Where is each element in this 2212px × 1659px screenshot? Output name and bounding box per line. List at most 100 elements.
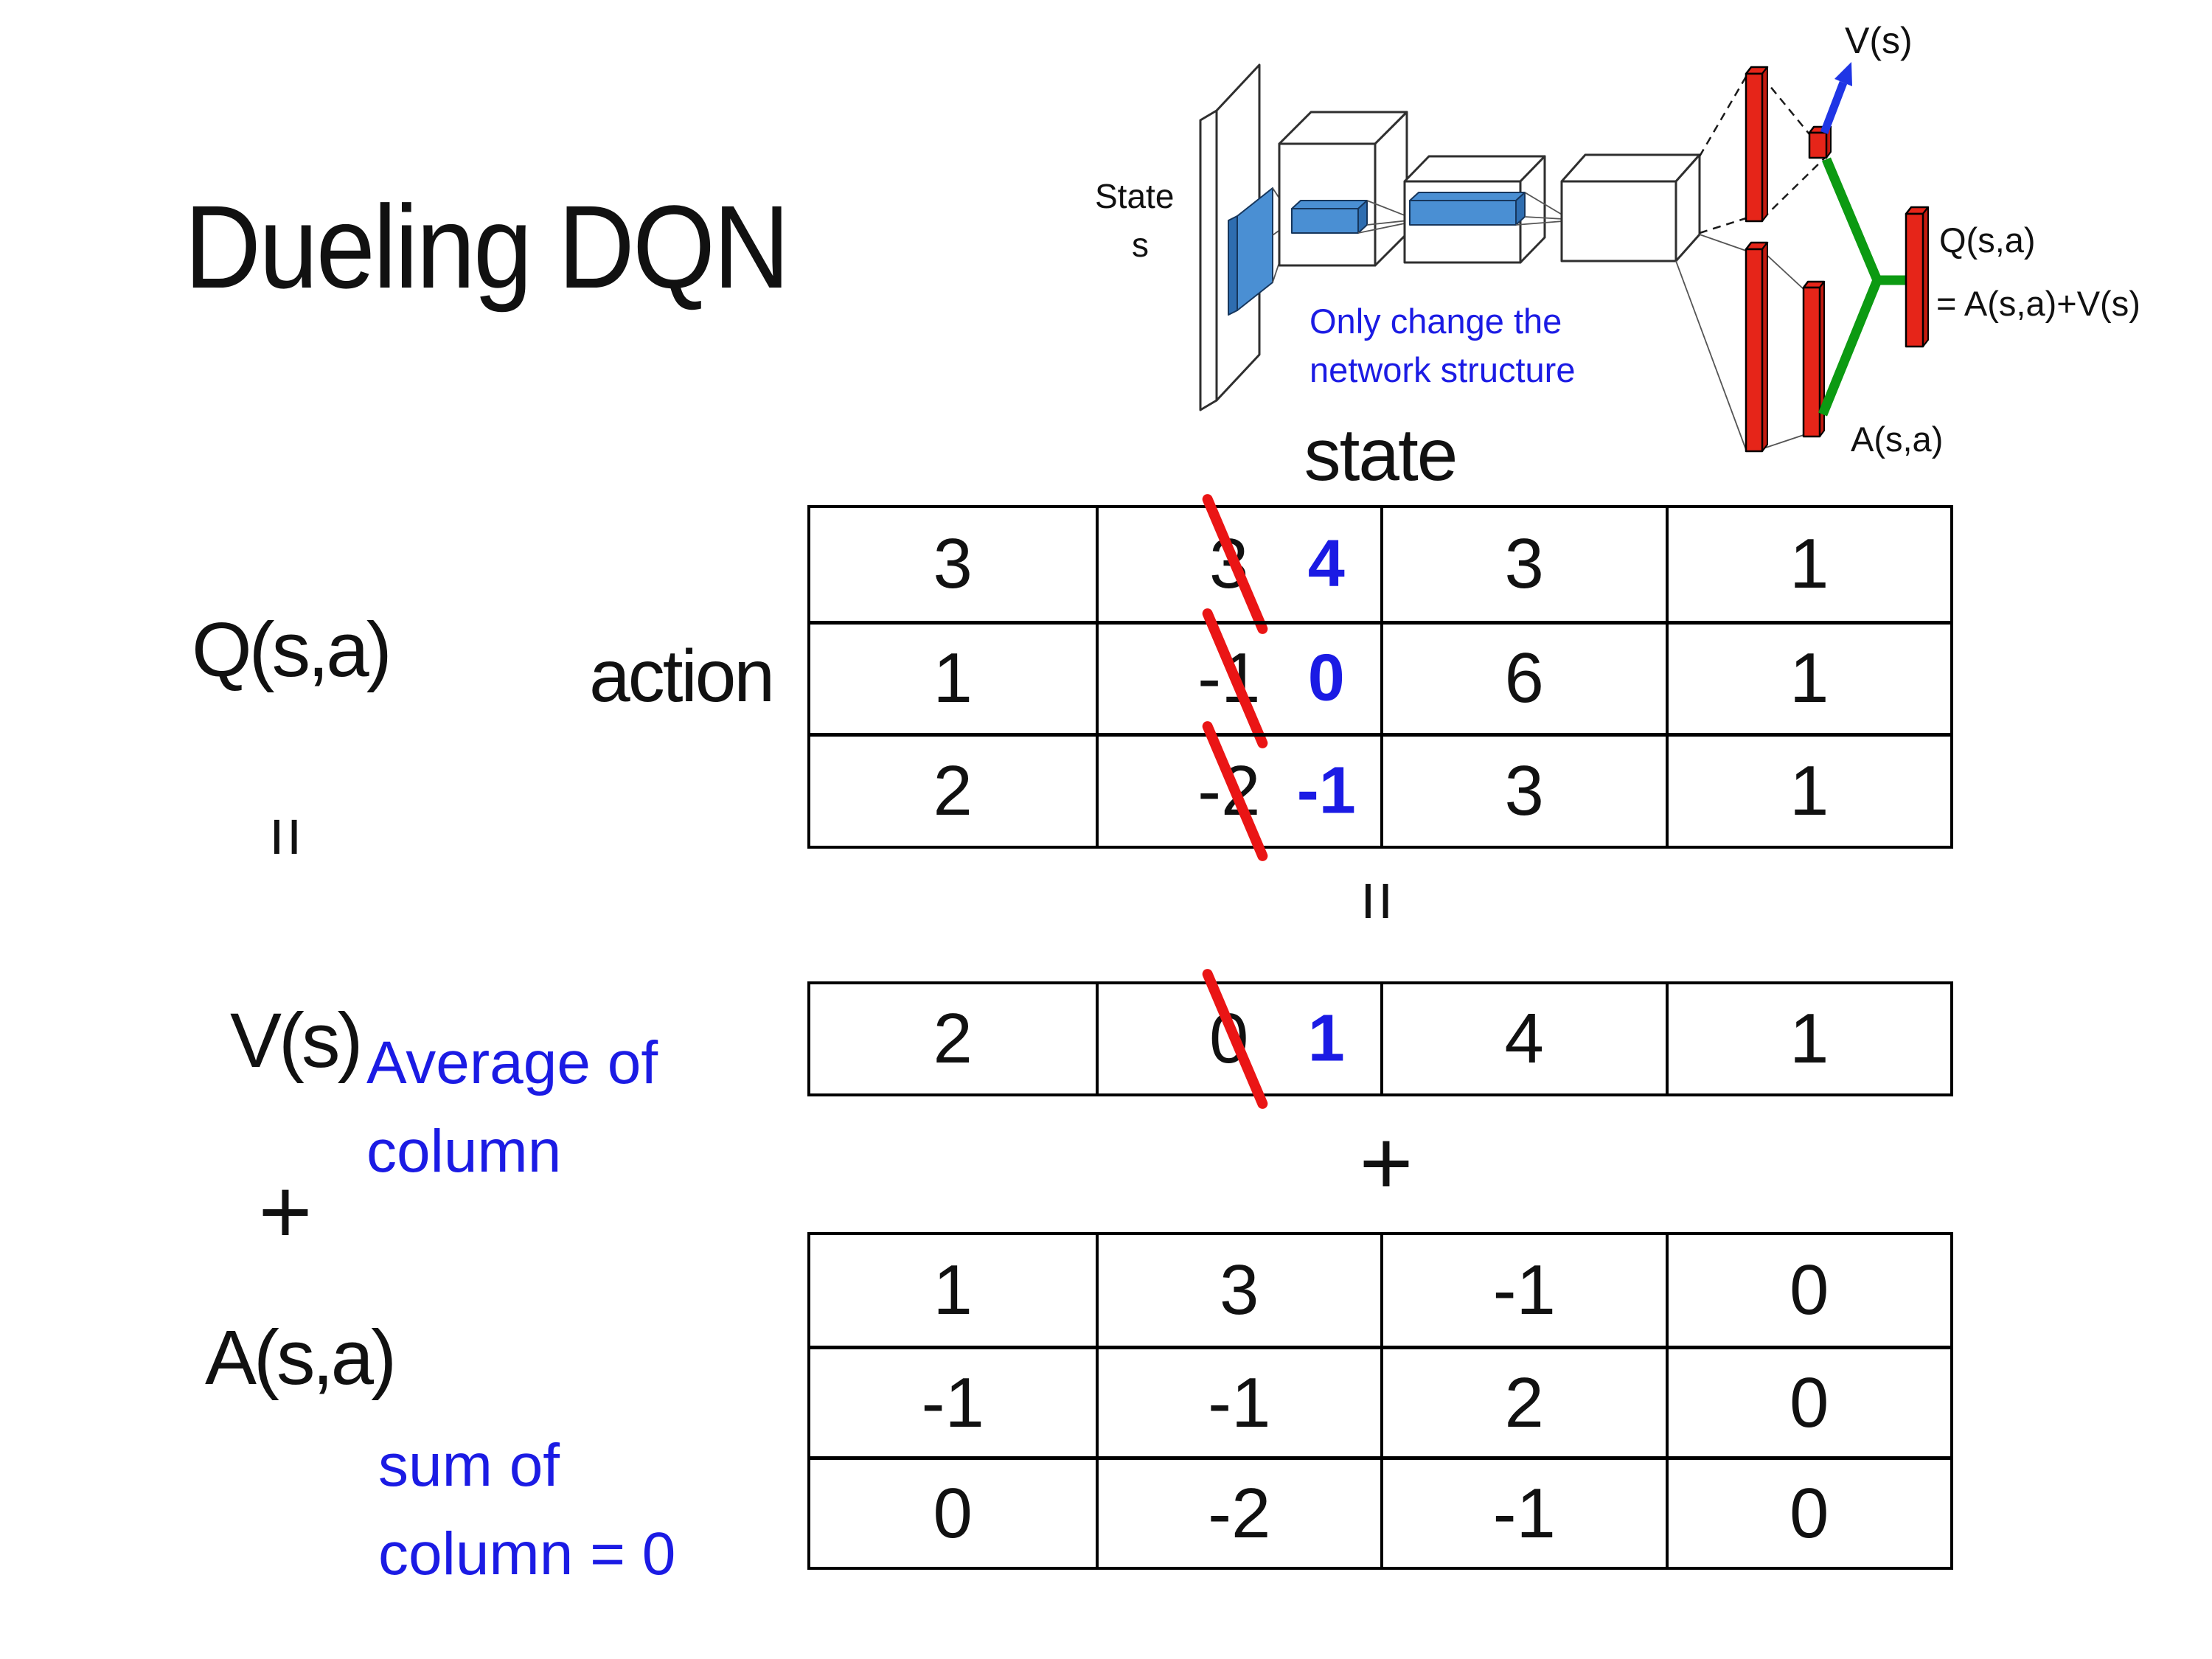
matrix-cell: 2 — [810, 984, 1096, 1093]
fc-bar-value-stream — [1745, 66, 1769, 223]
average-note-line1: Average of — [366, 1029, 658, 1096]
matrix-cell: 0 — [1665, 1235, 1951, 1346]
conv-filter-1-side — [1228, 215, 1238, 316]
plus-sign-center: + — [1359, 1111, 1413, 1214]
diagram-note-line2: network structure — [1310, 350, 1575, 389]
matrix-cell: -1 — [810, 1346, 1096, 1456]
cell-value: -1 — [1492, 1473, 1556, 1553]
q-output-bar — [1905, 206, 1930, 348]
fc-dashed-wires — [1698, 76, 1826, 234]
matrix-cell: 3 — [1380, 508, 1666, 621]
state-input-label-line1: State — [1095, 177, 1174, 215]
cell-value: 0 — [1790, 1251, 1829, 1329]
cell-value: 1 — [1790, 524, 1829, 604]
new-value: 1 — [1307, 1001, 1345, 1076]
equals-sign-center: = — [1338, 880, 1417, 922]
a-node-bar — [1802, 280, 1826, 438]
cell-value: 1 — [1790, 999, 1829, 1078]
cell-value: 1 — [933, 1251, 973, 1329]
matrix-cell: 1 — [810, 620, 1096, 734]
matrix-cell: 1 — [1665, 984, 1951, 1093]
cell-value: 0 — [933, 1473, 973, 1553]
matrix-cell: 4 — [1380, 984, 1666, 1093]
conv-cone-3 — [1515, 192, 1564, 226]
merge-wire-green — [1818, 157, 1907, 417]
cell-value: 3 — [1504, 524, 1544, 604]
matrix-cell: 1 — [1665, 508, 1951, 621]
sum-of-column-note: sum of column = 0 — [378, 1422, 675, 1599]
cell-value: 3 — [1504, 751, 1544, 831]
matrix-cell: 34 — [1095, 493, 1381, 636]
cell-value: -1 — [1492, 1251, 1556, 1329]
matrix-cell: 0 — [810, 1456, 1096, 1567]
conv-cone-2 — [1357, 200, 1409, 234]
cell-value: 0 — [1790, 1473, 1829, 1553]
new-value: 0 — [1307, 641, 1345, 715]
cell-value: 1 — [933, 639, 973, 718]
matrix-cell: 01 — [1095, 967, 1381, 1111]
matrix-cell: 2 — [810, 733, 1096, 846]
cell-value: 6 — [1504, 639, 1544, 718]
cell-value: 2 — [1504, 1363, 1544, 1442]
conv-box-4-front — [1560, 180, 1677, 262]
matrix-cell: -10 — [1095, 607, 1380, 751]
matrix-cell: 2 — [1380, 1346, 1666, 1456]
state-input-label-line2: s — [1132, 226, 1149, 264]
conv-slab-2-front — [1291, 208, 1359, 234]
matrix-cell: -1 — [1380, 1235, 1666, 1346]
cell-value: 1 — [1790, 639, 1829, 718]
matrix-cell: 1 — [810, 1235, 1096, 1346]
cell-value: -1 — [921, 1363, 984, 1442]
page-title: Dueling DQN — [184, 181, 790, 313]
v-matrix: 2 01 4 1 — [807, 967, 1953, 1111]
cell-value: 3 — [1220, 1251, 1259, 1329]
matrix-cell: 1 — [1665, 733, 1950, 846]
new-value: 4 — [1307, 526, 1345, 601]
matrix-cell: -1 — [1095, 1346, 1380, 1456]
matrix-cell: 6 — [1380, 620, 1666, 734]
q-matrix-label: Q(s,a) — [192, 607, 392, 693]
fc-bar-advantage-stream — [1745, 241, 1769, 453]
matrix-cell: 0 — [1665, 1456, 1950, 1567]
matrix-cell: -2-1 — [1095, 720, 1380, 863]
v-arrow-shaft — [1820, 81, 1848, 134]
cell-value: 2 — [933, 751, 973, 831]
sum-note-line1: sum of — [378, 1432, 560, 1499]
cell-value: 4 — [1504, 999, 1544, 1078]
average-note-line2: column — [366, 1118, 562, 1185]
matrix-cell: 1 — [1665, 620, 1950, 734]
cell-value: 2 — [933, 999, 973, 1078]
cell-value: -1 — [1208, 1363, 1271, 1442]
a-matrix: 1 3 -1 0 -1 -1 2 0 0 -2 -1 0 — [807, 1232, 1953, 1570]
matrix-cell: 3 — [1380, 733, 1666, 846]
v-matrix-label: V(s) — [230, 998, 363, 1084]
q-output-label-line1: Q(s,a) — [1939, 220, 2036, 260]
equals-sign-left: = — [247, 816, 326, 858]
fc-solid-wires — [1675, 234, 1804, 451]
q-output-label-line2: = A(s,a)+V(s) — [1936, 284, 2140, 323]
new-value: -1 — [1296, 754, 1356, 828]
average-of-column-note: Average of column — [366, 1019, 658, 1196]
matrix-cell: 3 — [1095, 1235, 1381, 1346]
network-diagram: State s V(s) Q(s,a) = A(s,a)+V(s) A(s,a)… — [1095, 20, 2140, 459]
v-arrow-head — [1834, 62, 1852, 86]
conv-slab-3-top — [1409, 192, 1526, 201]
cell-value: 3 — [933, 524, 973, 604]
matrix-cell: 0 — [1665, 1346, 1950, 1456]
sum-note-line2: column = 0 — [378, 1520, 676, 1587]
cell-value: -2 — [1208, 1473, 1271, 1553]
v-output-label: V(s) — [1845, 20, 1913, 61]
matrix-cell: -1 — [1380, 1456, 1666, 1567]
a-output-label: A(s,a) — [1851, 420, 1943, 459]
a-matrix-label: A(s,a) — [205, 1315, 397, 1401]
diagram-note-line1: Only change the — [1310, 302, 1562, 341]
cell-value: 1 — [1790, 751, 1829, 831]
matrix-cell: -2 — [1095, 1456, 1380, 1567]
input-plane-side — [1199, 109, 1218, 411]
matrix-cell: 3 — [810, 508, 1096, 621]
cell-value: 0 — [1790, 1363, 1829, 1442]
conv-slab-3-front — [1409, 200, 1517, 226]
state-header: state — [1304, 414, 1458, 496]
